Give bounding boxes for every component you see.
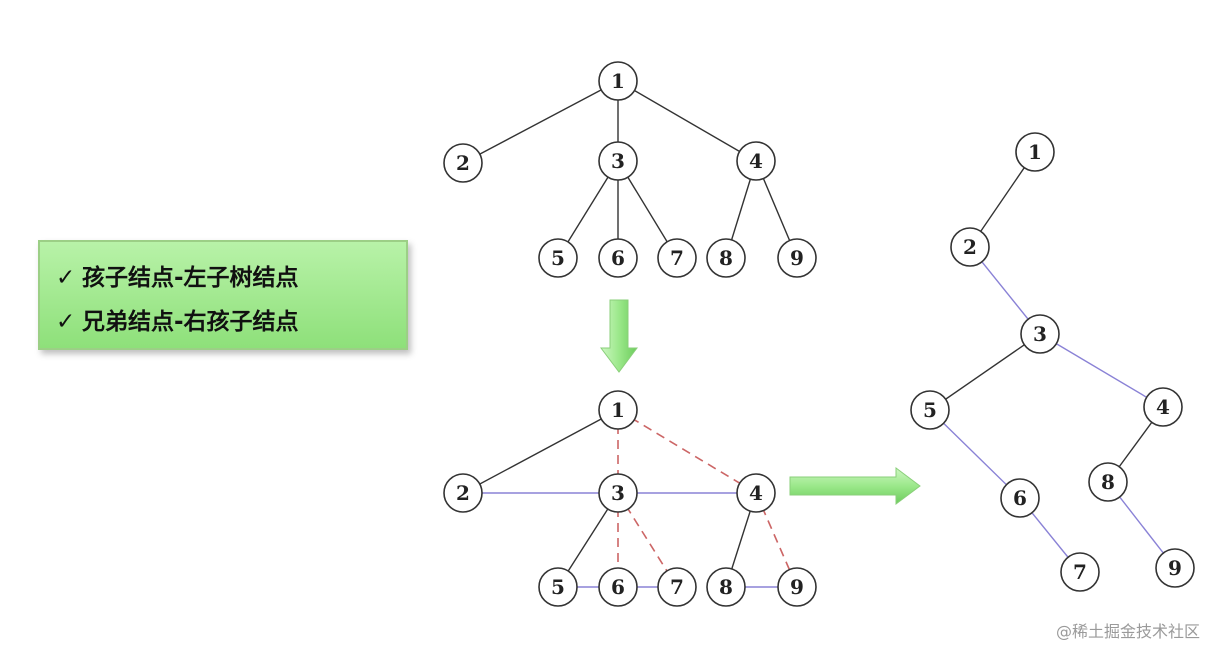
original-node-circle (598, 238, 638, 278)
right-child-edge-5-6 (929, 409, 1021, 499)
intermediate-node-9: 9 (777, 567, 817, 607)
removed-edge-1-4 (617, 409, 757, 494)
right-child-edge-3-4 (1039, 333, 1164, 408)
original-node-circle (598, 61, 638, 101)
down-arrow-icon (600, 299, 638, 373)
original-node-circle (538, 238, 578, 278)
original-node-4: 4 (736, 141, 776, 181)
intermediate-node-circle (777, 567, 817, 607)
right-arrow-icon (789, 467, 921, 505)
intermediate-node-label: 8 (719, 575, 733, 599)
left-child-edge-3-5 (929, 333, 1041, 411)
original-node-2: 2 (443, 143, 483, 183)
intermediate-node-2: 2 (443, 473, 483, 513)
legend-text-child: 孩子结点-左子树结点 (82, 265, 299, 291)
intermediate-node-label: 1 (611, 398, 625, 422)
original-node-circle (598, 141, 638, 181)
legend-text-sibling: 兄弟结点-右孩子结点 (82, 309, 299, 335)
original-node-8: 8 (706, 238, 746, 278)
intermediate-node-circle (598, 473, 638, 513)
intermediate-node-circle (657, 567, 697, 607)
intermediate-node-circle (598, 567, 638, 607)
binary-node-circle (1143, 387, 1183, 427)
original-node-9: 9 (777, 238, 817, 278)
binary-node-circle (910, 390, 950, 430)
original-node-label: 3 (611, 149, 625, 173)
original-node-3: 3 (598, 141, 638, 181)
intermediate-node-1: 1 (598, 390, 638, 430)
intermediate-node-label: 3 (611, 481, 625, 505)
intermediate-node-label: 2 (456, 481, 470, 505)
original-node-circle (706, 238, 746, 278)
binary-node-3: 3 (1020, 314, 1060, 354)
binary-node-9: 9 (1155, 548, 1195, 588)
original-node-label: 5 (551, 246, 565, 270)
legend-line-sibling: ✓兄弟结点-右孩子结点 (56, 300, 406, 344)
intermediate-node-4: 4 (736, 473, 776, 513)
original-node-label: 6 (611, 246, 625, 270)
binary-node-label: 8 (1101, 470, 1115, 494)
check-icon: ✓ (56, 265, 76, 291)
intermediate-node-circle (736, 473, 776, 513)
intermediate-node-circle (598, 390, 638, 430)
binary-node-2: 2 (950, 227, 990, 267)
intermediate-node-7: 7 (657, 567, 697, 607)
intermediate-node-label: 5 (551, 575, 565, 599)
binary-node-4: 4 (1143, 387, 1183, 427)
intermediate-node-5: 5 (538, 567, 578, 607)
legend-line-child: ✓孩子结点-左子树结点 (56, 256, 406, 300)
original-node-circle (736, 141, 776, 181)
original-node-label: 4 (749, 149, 763, 173)
legend-box: ✓孩子结点-左子树结点 ✓兄弟结点-右孩子结点 (38, 240, 408, 350)
binary-node-circle (1020, 314, 1060, 354)
binary-node-label: 4 (1156, 395, 1170, 419)
original-node-label: 2 (456, 151, 470, 175)
original-node-circle (777, 238, 817, 278)
intermediate-node-circle (706, 567, 746, 607)
original-node-7: 7 (657, 238, 697, 278)
binary-node-8: 8 (1088, 462, 1128, 502)
intermediate-node-circle (443, 473, 483, 513)
original-node-circle (657, 238, 697, 278)
binary-node-label: 6 (1013, 486, 1027, 510)
binary-node-circle (1088, 462, 1128, 502)
binary-node-circle (950, 227, 990, 267)
original-node-label: 8 (719, 246, 733, 270)
intermediate-node-3: 3 (598, 473, 638, 513)
original-node-label: 7 (670, 246, 684, 270)
intermediate-node-6: 6 (598, 567, 638, 607)
original-edge-1-2 (462, 80, 619, 164)
watermark: @稀土掘金技术社区 (1055, 622, 1200, 641)
original-node-circle (443, 143, 483, 183)
binary-node-circle (1155, 548, 1195, 588)
binary-node-circle (1000, 478, 1040, 518)
intermediate-node-label: 9 (790, 575, 804, 599)
original-edge-1-4 (617, 80, 757, 162)
original-node-label: 1 (611, 69, 625, 93)
intermediate-node-circle (538, 567, 578, 607)
intermediate-node-label: 6 (611, 575, 625, 599)
binary-node-5: 5 (910, 390, 950, 430)
binary-node-label: 1 (1028, 140, 1042, 164)
child-edge-1-2 (462, 409, 619, 494)
intermediate-node-label: 4 (749, 481, 763, 505)
binary-node-label: 2 (963, 235, 977, 259)
original-node-5: 5 (538, 238, 578, 278)
binary-node-label: 3 (1033, 322, 1047, 346)
binary-node-1: 1 (1015, 132, 1055, 172)
binary-node-label: 7 (1073, 560, 1087, 584)
original-node-label: 9 (790, 246, 804, 270)
binary-node-label: 9 (1168, 556, 1182, 580)
original-node-1: 1 (598, 61, 638, 101)
binary-node-label: 5 (923, 398, 937, 422)
binary-node-7: 7 (1060, 552, 1100, 592)
intermediate-node-8: 8 (706, 567, 746, 607)
intermediate-node-label: 7 (670, 575, 684, 599)
binary-node-circle (1015, 132, 1055, 172)
check-icon: ✓ (56, 309, 76, 335)
original-node-6: 6 (598, 238, 638, 278)
binary-node-circle (1060, 552, 1100, 592)
binary-node-6: 6 (1000, 478, 1040, 518)
